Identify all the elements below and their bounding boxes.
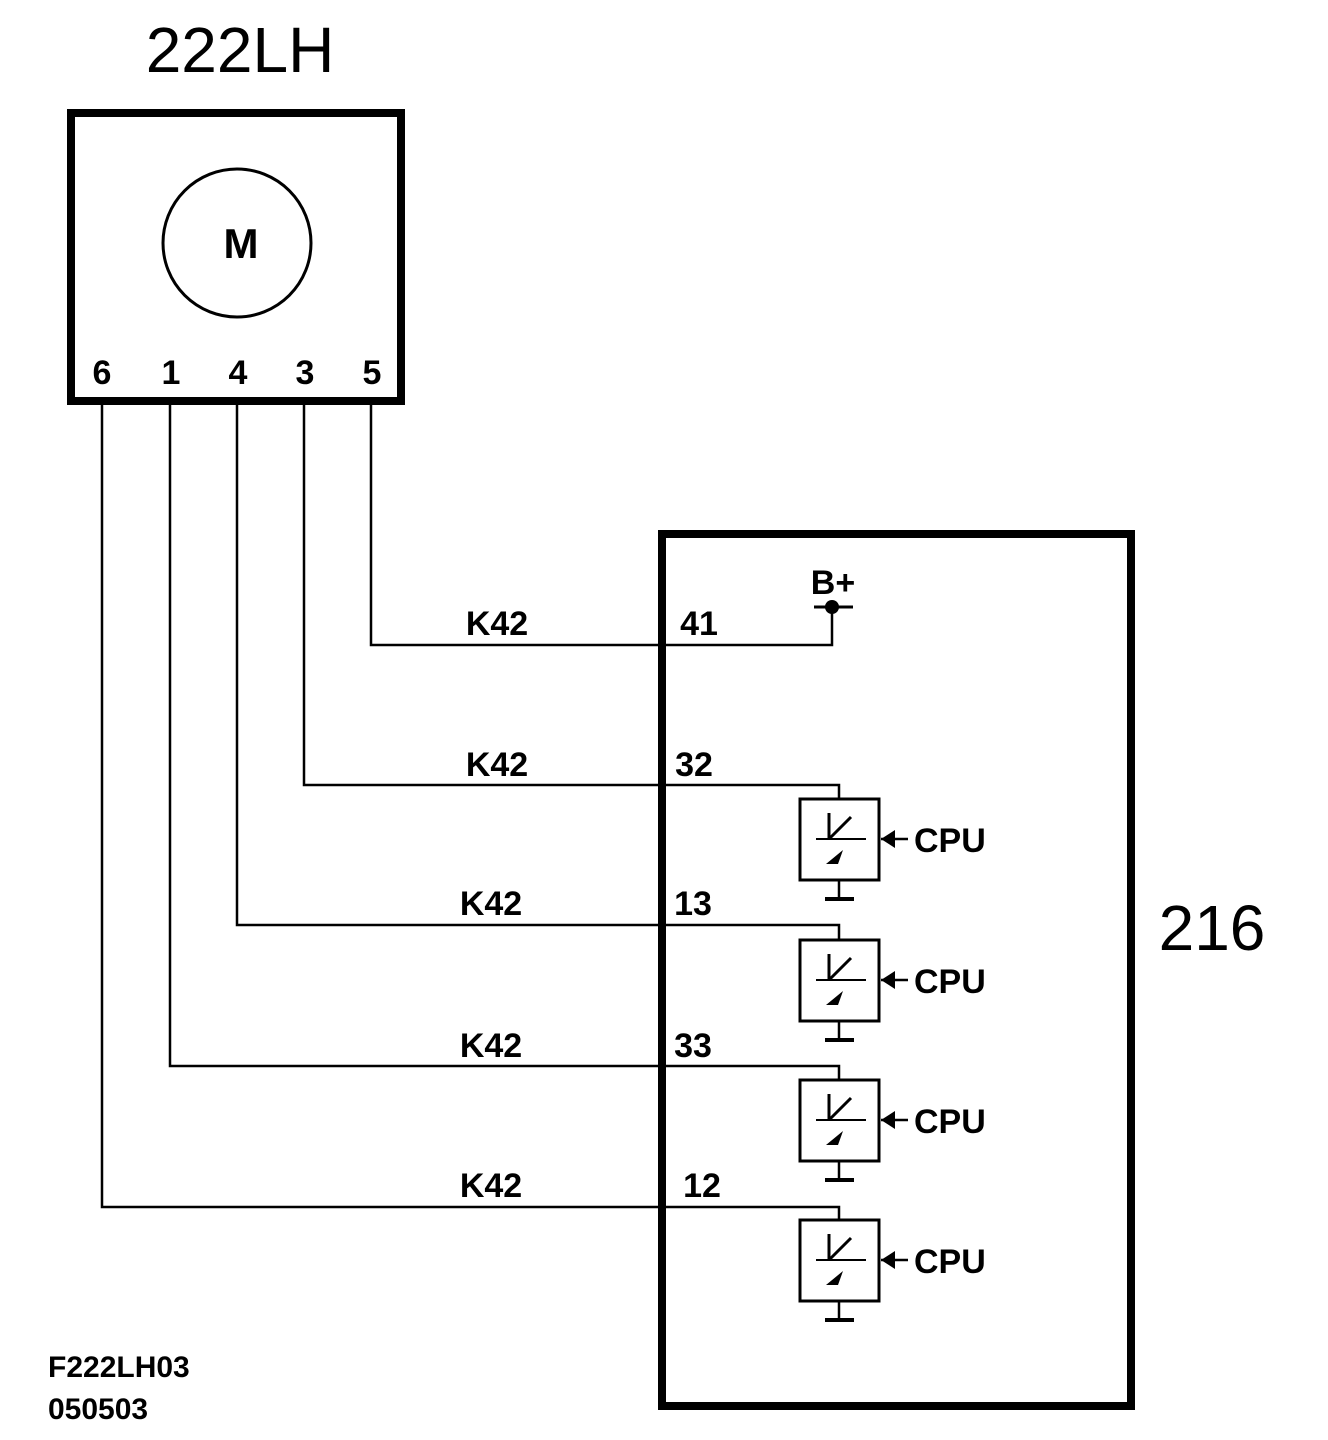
wire-k42-pin5: [369, 405, 834, 647]
arrow-icon: [881, 971, 895, 989]
motor-symbol-icon: [161, 167, 313, 319]
wire-k42-pin3: [302, 405, 841, 799]
arrow-icon: [881, 830, 895, 848]
motor-pin-label: 3: [296, 354, 315, 392]
control-module-box: [658, 530, 1135, 1410]
driver-switch: CPU: [798, 1218, 986, 1322]
arrow-icon: [881, 1111, 895, 1129]
motor-symbol-label: M: [224, 220, 259, 267]
wire-label: K42: [466, 605, 528, 643]
figure-date: 050503: [48, 1393, 148, 1426]
wire-label: K42: [460, 885, 522, 923]
driver-switch: CPU: [798, 938, 986, 1042]
motor-pin-label: 5: [363, 354, 382, 392]
wire-label: K42: [460, 1167, 522, 1205]
motor-pin-label: 4: [229, 354, 248, 392]
wire-k42-pin6: [100, 405, 841, 1220]
module-pin-label: 33: [674, 1027, 712, 1065]
motor-pin-label: 1: [162, 354, 181, 392]
cpu-label: CPU: [914, 822, 986, 860]
control-module-title: 216: [1159, 892, 1266, 964]
wire-label: K42: [466, 746, 528, 784]
figure-code: F222LH03: [48, 1351, 190, 1384]
module-pin-label: 13: [674, 885, 712, 923]
driver-switch: CPU: [798, 797, 986, 901]
motor-module-title: 222LH: [146, 14, 335, 86]
motor-pin-label: 6: [93, 354, 112, 392]
supply-label: B+: [811, 564, 855, 602]
driver-switch: CPU: [798, 1078, 986, 1182]
arrow-icon: [881, 1251, 895, 1269]
module-pin-label: 12: [683, 1167, 721, 1205]
wire-k42-pin1: [168, 405, 841, 1080]
wire-label: K42: [460, 1027, 522, 1065]
wire-k42-pin4: [235, 405, 841, 940]
cpu-label: CPU: [914, 963, 986, 1001]
motor-module-box: [67, 109, 405, 405]
cpu-label: CPU: [914, 1103, 986, 1141]
cpu-label: CPU: [914, 1243, 986, 1281]
module-pin-label: 32: [675, 746, 713, 784]
supply-node-icon: [825, 600, 839, 614]
module-pin-label: 41: [680, 605, 718, 643]
